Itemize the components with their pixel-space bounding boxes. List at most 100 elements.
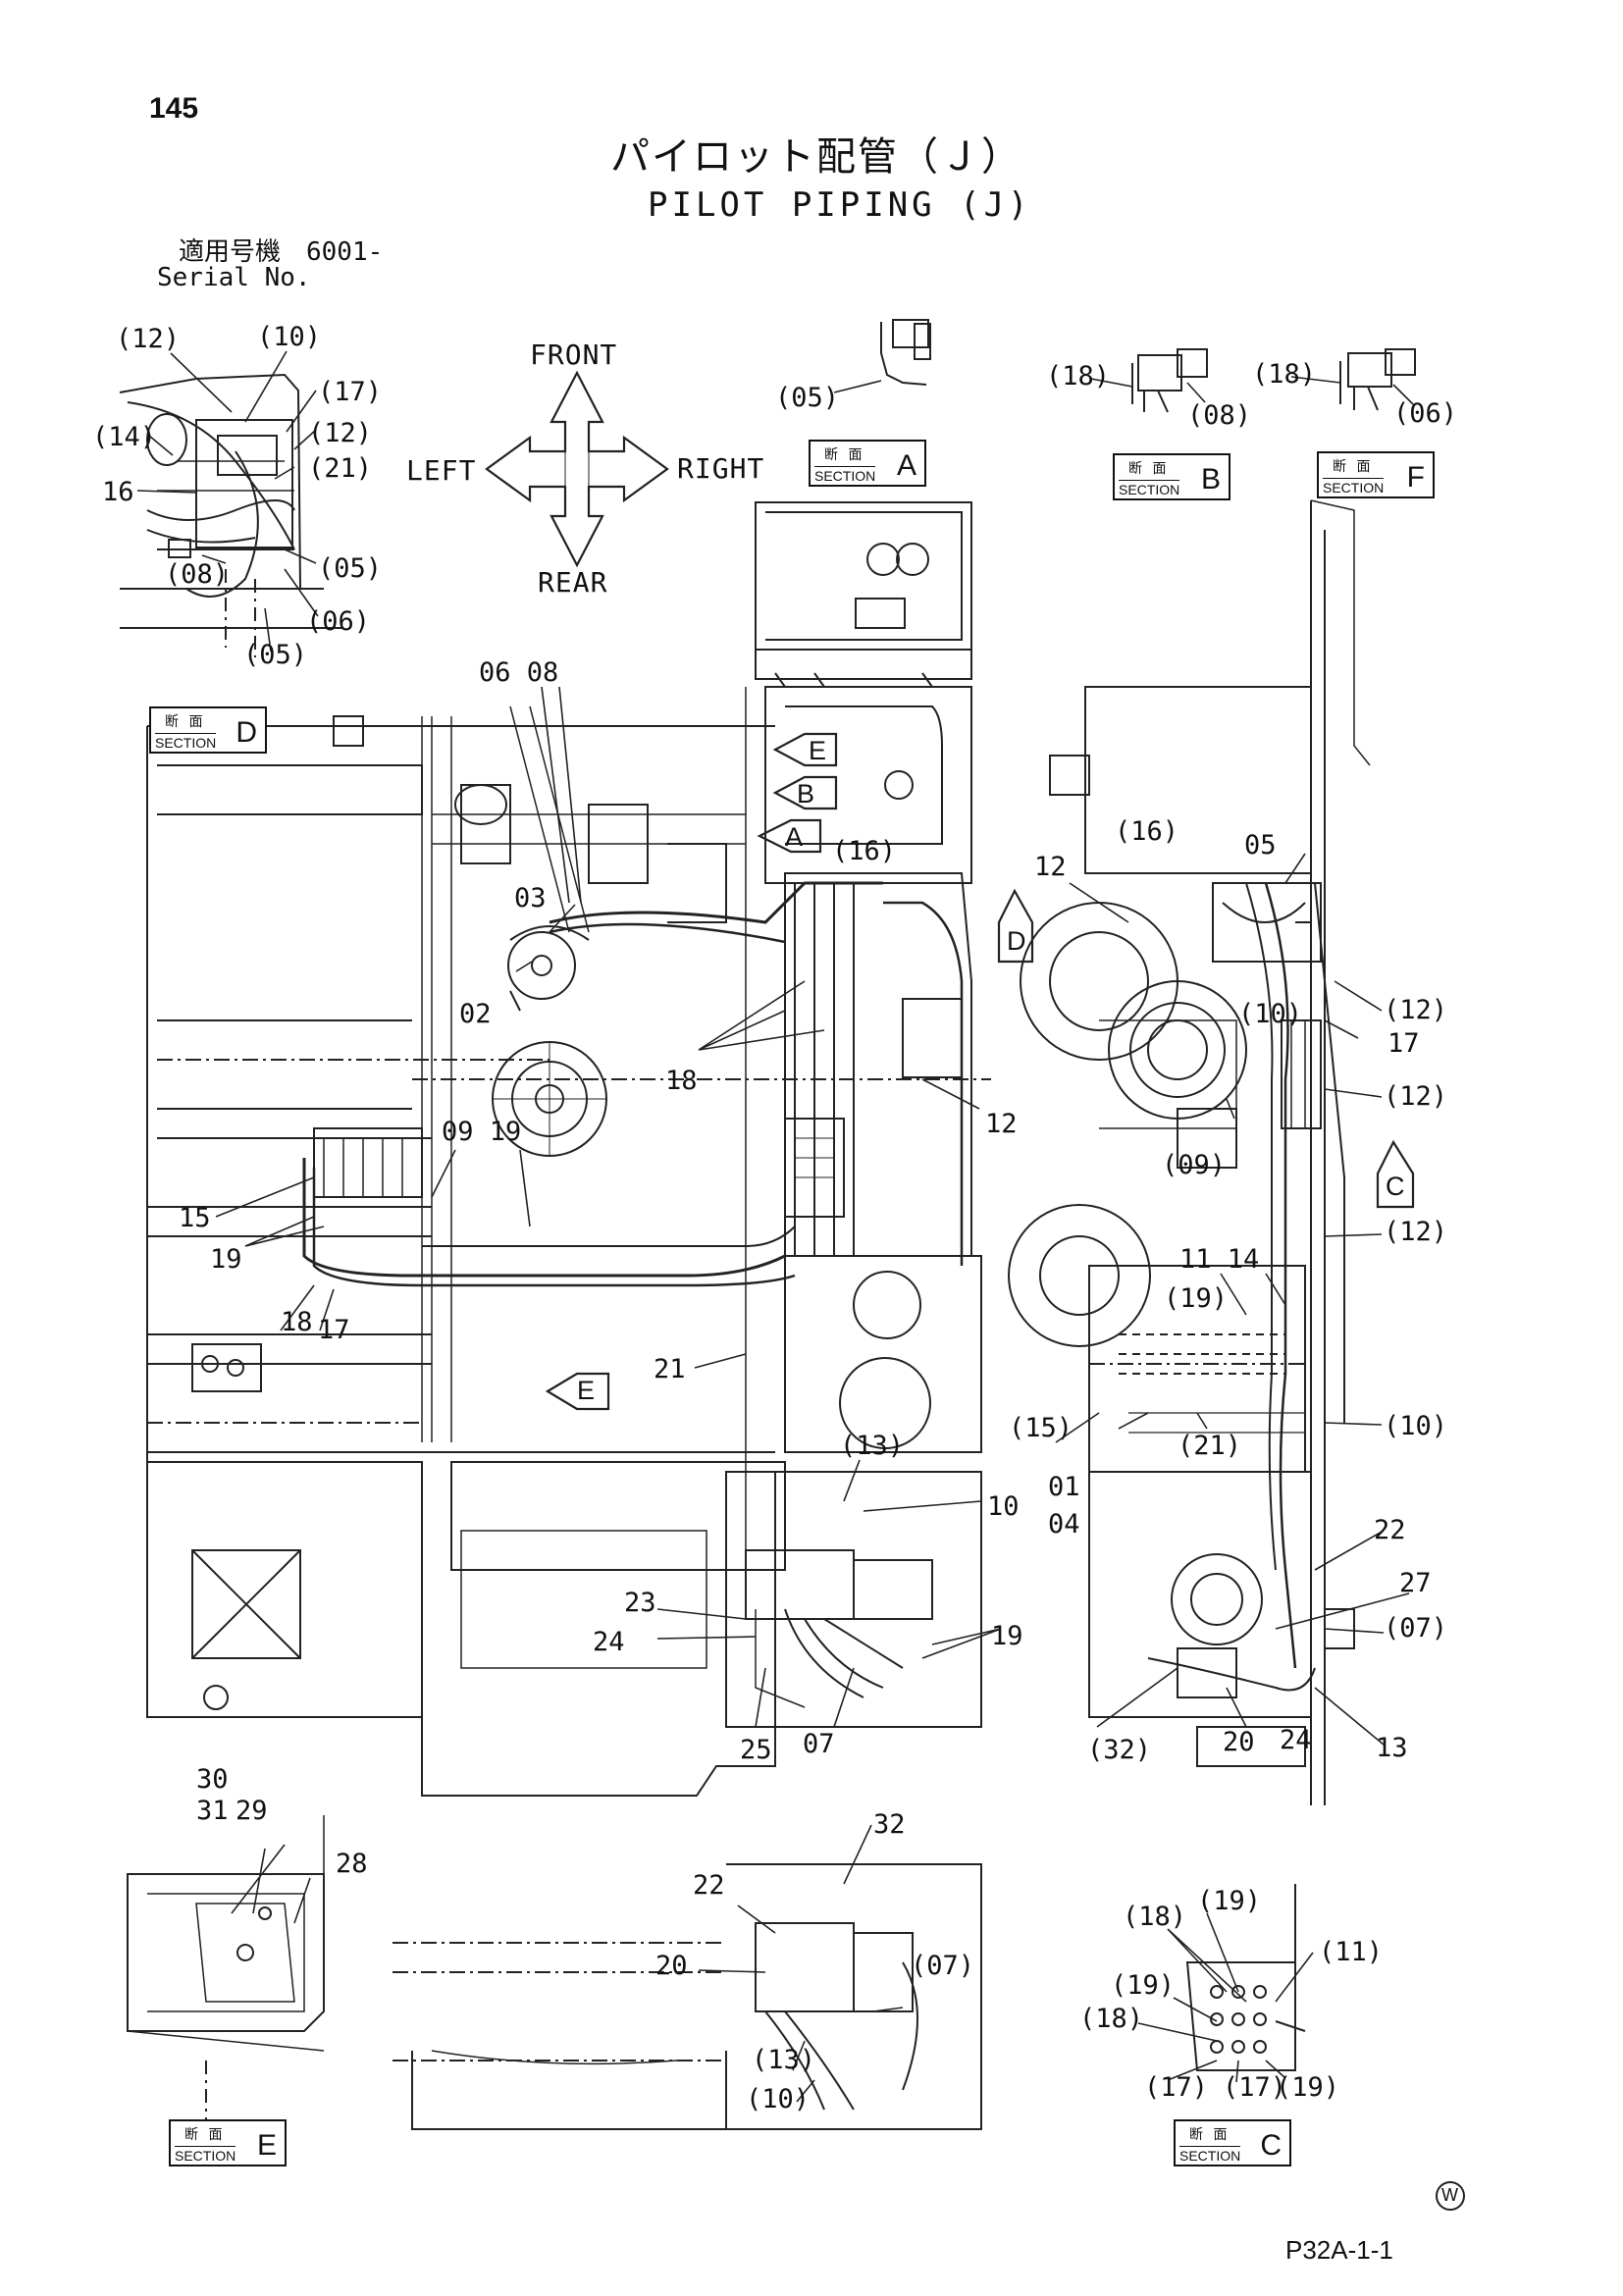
callout: 15 <box>179 1203 211 1233</box>
section-label-jp: 断 面 <box>1189 2127 1230 2143</box>
view-arrow-e-top: E <box>809 736 827 765</box>
section-label-a: 断 面 SECTION A <box>809 440 926 487</box>
callout: (18) <box>1079 2004 1144 2034</box>
callout: (10) <box>746 2084 811 2114</box>
direction-left: LEFT <box>406 454 477 487</box>
callout: 20 <box>1223 1727 1255 1757</box>
section-label-letter: B <box>1200 463 1221 496</box>
callout: (19) <box>1197 1886 1262 1916</box>
callout: (18) <box>1252 359 1317 390</box>
callout: (06) <box>306 606 371 637</box>
callout: 25 <box>740 1735 772 1765</box>
callout: 02 <box>459 999 492 1029</box>
callout: 04 <box>1048 1509 1080 1539</box>
section-label-b: 断 面 SECTION B <box>1113 453 1230 500</box>
callout: (11) <box>1319 1937 1384 1967</box>
section-label-en: SECTION <box>175 2146 236 2164</box>
w-mark: W <box>1441 2185 1458 2205</box>
callout: 21 <box>654 1354 686 1384</box>
section-label-en: SECTION <box>1323 478 1385 496</box>
view-arrow-e-bottom: E <box>577 1376 596 1405</box>
callout: (14) <box>92 422 157 452</box>
callout: (21) <box>308 453 373 484</box>
direction-right: RIGHT <box>677 452 765 485</box>
callout: 22 <box>693 1870 725 1901</box>
drawing-code: P32A-1-1 <box>1285 2235 1393 2265</box>
right-view-drawing <box>1009 500 1370 1805</box>
section-label-d: 断 面 SECTION D <box>149 706 267 754</box>
view-arrow-d: D <box>1007 926 1026 956</box>
view-arrow-c: C <box>1386 1172 1405 1201</box>
callout: (08) <box>1187 400 1252 431</box>
callout: (16) <box>832 836 897 866</box>
callout: (19) <box>1164 1283 1229 1314</box>
callout: (17) <box>1144 2072 1209 2103</box>
callout: 22 <box>1374 1515 1406 1545</box>
callout: (13) <box>840 1431 905 1461</box>
callout: (12) <box>116 324 181 354</box>
callout: (12) <box>1384 995 1448 1025</box>
direction-rear: REAR <box>538 566 608 599</box>
section-label-jp: 断 面 <box>1128 461 1170 477</box>
callout: 20 <box>655 1951 688 1981</box>
callout: (10) <box>257 322 322 352</box>
section-label-jp: 断 面 <box>184 2127 226 2143</box>
w-mark-circle <box>1437 2182 1464 2210</box>
callout: (05) <box>243 640 308 670</box>
section-label-letter: A <box>896 449 916 482</box>
callout: 11 14 <box>1179 1244 1260 1275</box>
callout: 19 <box>991 1621 1023 1651</box>
callout: 12 <box>1034 852 1067 882</box>
callout: 09 19 <box>442 1117 522 1147</box>
serial-jp-label: 適用号機 <box>179 237 282 267</box>
section-label-letter: F <box>1406 461 1425 494</box>
callout: (19) <box>1111 1970 1176 2001</box>
view-arrow-shapes <box>548 734 1413 1409</box>
callout: (07) <box>1384 1613 1448 1644</box>
section-e-drawing <box>128 1815 324 2119</box>
bottom-center-drawing <box>393 1864 981 2129</box>
callout: 24 <box>593 1627 625 1657</box>
section-label-en: SECTION <box>814 466 876 484</box>
callout: 16 <box>102 477 134 507</box>
callout: (17) <box>1223 2072 1287 2103</box>
callout-leader-lines <box>137 351 1413 2102</box>
section-label-letter: C <box>1260 2129 1282 2162</box>
callout: (32) <box>1087 1735 1152 1765</box>
detail-top-left-drawing <box>120 375 343 657</box>
callout: (19) <box>1276 2072 1340 2103</box>
section-label-letter: E <box>256 2129 277 2162</box>
callout: (09) <box>1162 1150 1227 1180</box>
section-label-c: 断 面 SECTION C <box>1174 2119 1291 2166</box>
callout: (21) <box>1178 1431 1242 1461</box>
callout: (17) <box>318 377 383 407</box>
serial-en-label: Serial No. <box>157 263 311 292</box>
callout: (18) <box>1123 1902 1187 1932</box>
title-english: PILOT PIPING (J) <box>648 185 1032 225</box>
callout: 10 <box>987 1491 1020 1522</box>
callout: 13 <box>1376 1733 1408 1763</box>
section-label-en: SECTION <box>1119 480 1180 497</box>
section-label-en: SECTION <box>1179 2146 1241 2164</box>
callout: 05 <box>1244 830 1277 861</box>
callout: (12) <box>1384 1217 1448 1247</box>
callout: 18 <box>665 1066 698 1096</box>
callout: 23 <box>624 1588 656 1618</box>
section-b-fitting <box>1132 349 1207 412</box>
callout: (12) <box>1384 1081 1448 1112</box>
section-label-letter: D <box>236 716 257 749</box>
callout: (18) <box>1046 361 1111 391</box>
callout: (10) <box>1238 999 1303 1029</box>
section-f-fitting <box>1340 349 1415 410</box>
section-label-jp: 断 面 <box>824 447 865 463</box>
callout: 01 <box>1048 1472 1080 1502</box>
section-label-jp: 断 面 <box>1333 459 1374 475</box>
page-number: 145 <box>149 92 199 125</box>
section-label-e: 断 面 SECTION E <box>169 2119 287 2166</box>
callout: 28 <box>336 1849 368 1879</box>
callout: 17 <box>1387 1028 1420 1059</box>
view-arrow-b: B <box>797 779 815 809</box>
section-c-drawing <box>1187 1884 1305 2070</box>
section-label-f: 断 面 SECTION F <box>1317 451 1435 498</box>
